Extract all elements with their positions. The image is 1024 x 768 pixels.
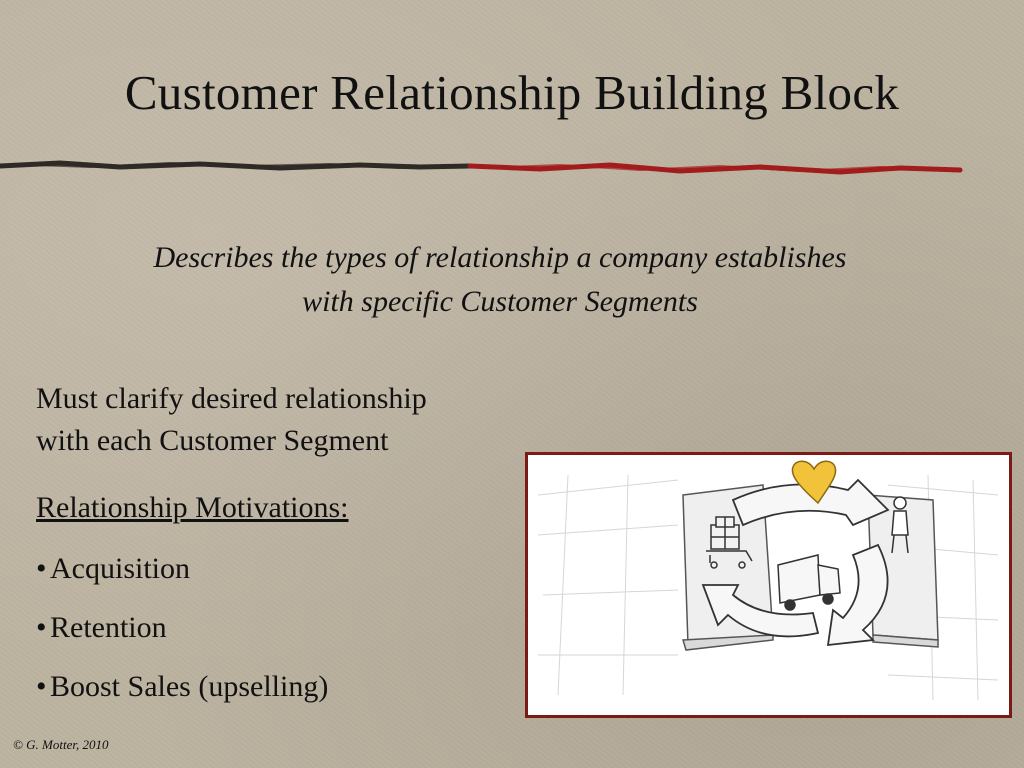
slide-title: Customer Relationship Building Block <box>124 65 900 120</box>
body-paragraph: Must clarify desired relationship with e… <box>36 378 516 462</box>
person-icon <box>891 496 909 554</box>
list-item: •Boost Sales (upselling) <box>36 665 328 724</box>
title-divider-rule <box>0 160 963 175</box>
illustration-drawing <box>537 460 999 701</box>
bullet-text: Boost Sales (upselling) <box>50 670 329 703</box>
motivations-list: •Acquisition •Retention •Boost Sales (up… <box>36 547 328 724</box>
body-line-1: Must clarify desired relationship <box>36 382 427 415</box>
bullet-icon: • <box>36 670 47 703</box>
list-item: •Retention <box>36 606 328 665</box>
subtitle-line-2: with specific Customer Segments <box>302 285 698 318</box>
heart-icon <box>791 460 837 505</box>
subtitle-line-1: Describes the types of relationship a co… <box>153 241 847 274</box>
bullet-icon: • <box>36 611 47 644</box>
copyright-footer: © G. Motter, 2010 <box>13 737 109 752</box>
list-item: •Acquisition <box>36 547 328 606</box>
slide-subtitle: Describes the types of relationship a co… <box>0 236 1000 324</box>
gift-cart-icon <box>706 516 753 569</box>
bullet-icon: • <box>36 552 47 585</box>
body-line-2: with each Customer Segment <box>36 424 389 457</box>
motivations-heading: Relationship Motivations: <box>36 491 349 524</box>
bullet-text: Acquisition <box>50 552 190 585</box>
bullet-text: Retention <box>50 611 167 644</box>
relationship-illustration <box>525 452 1012 718</box>
truck-icon <box>777 554 841 611</box>
